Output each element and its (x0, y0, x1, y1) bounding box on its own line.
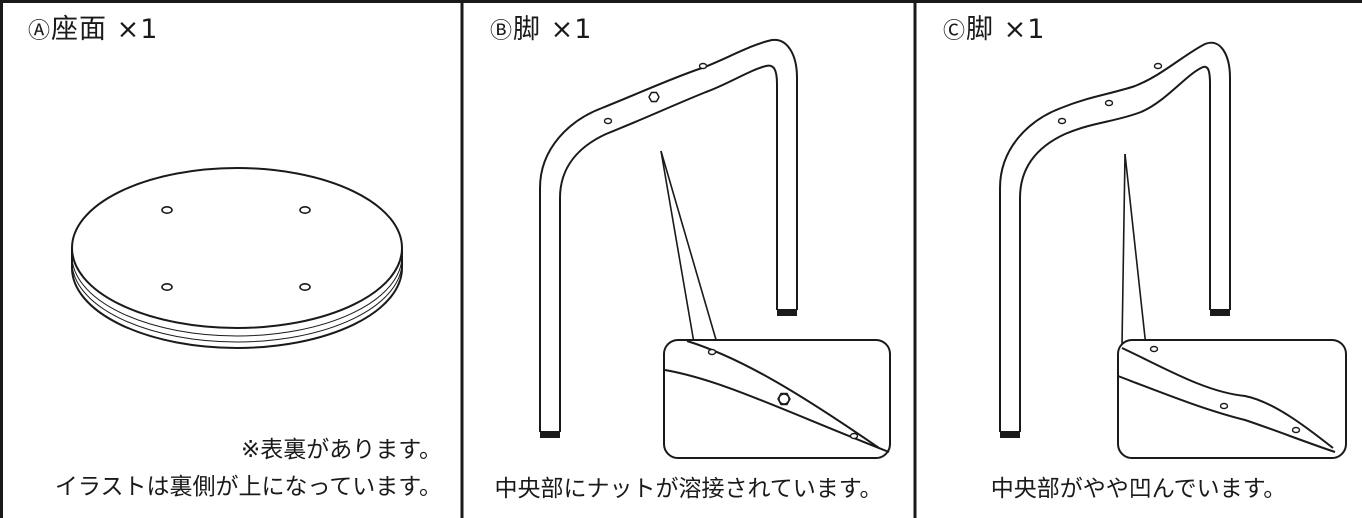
panel-leg-b: Ⓑ脚 ×1 (462, 0, 915, 518)
zoom-leader-lines (660, 150, 720, 351)
leg-holes (603, 62, 708, 125)
part-title-leg-b: Ⓑ脚 ×1 (490, 14, 592, 48)
panel-leg-c: Ⓒ脚 ×1 (915, 0, 1362, 518)
note-two-sided: ※表裏があります。 (241, 437, 442, 463)
seat-holes (161, 206, 311, 291)
caption-center-recessed: 中央部がやや凹んでいます。 (990, 476, 1287, 502)
part-letter-c: Ⓒ (943, 19, 967, 44)
part-quantity: ×1 (116, 14, 159, 45)
part-name: 脚 (966, 14, 995, 45)
note-underside-up: イラストは裏側が上になっています。 (54, 474, 442, 500)
part-quantity: ×1 (1003, 14, 1046, 45)
leg-feet (540, 309, 797, 438)
part-name: 脚 (513, 14, 542, 45)
part-letter-b: Ⓑ (490, 19, 514, 44)
leg-b-illustration (539, 38, 891, 459)
leg-c-illustration (999, 41, 1347, 459)
zoom-detail (663, 339, 891, 459)
leg-feet (1000, 309, 1230, 438)
part-quantity: ×1 (550, 14, 593, 45)
seat-illustration (71, 167, 403, 349)
part-letter-a: Ⓐ (28, 19, 52, 44)
leg-holes (1057, 62, 1163, 125)
caption-nut-welded: 中央部にナットが溶接されています。 (494, 476, 883, 502)
part-title-seat: Ⓐ座面 ×1 (28, 14, 158, 48)
zoom-leader-lines (1121, 153, 1148, 357)
panel-seat: Ⓐ座面 ×1 ※表裏があります。 イラストは裏側が上になっています。 (0, 0, 462, 518)
part-name: 座面 (51, 14, 108, 45)
part-title-leg-c: Ⓒ脚 ×1 (943, 14, 1045, 48)
zoom-detail (1117, 339, 1347, 459)
